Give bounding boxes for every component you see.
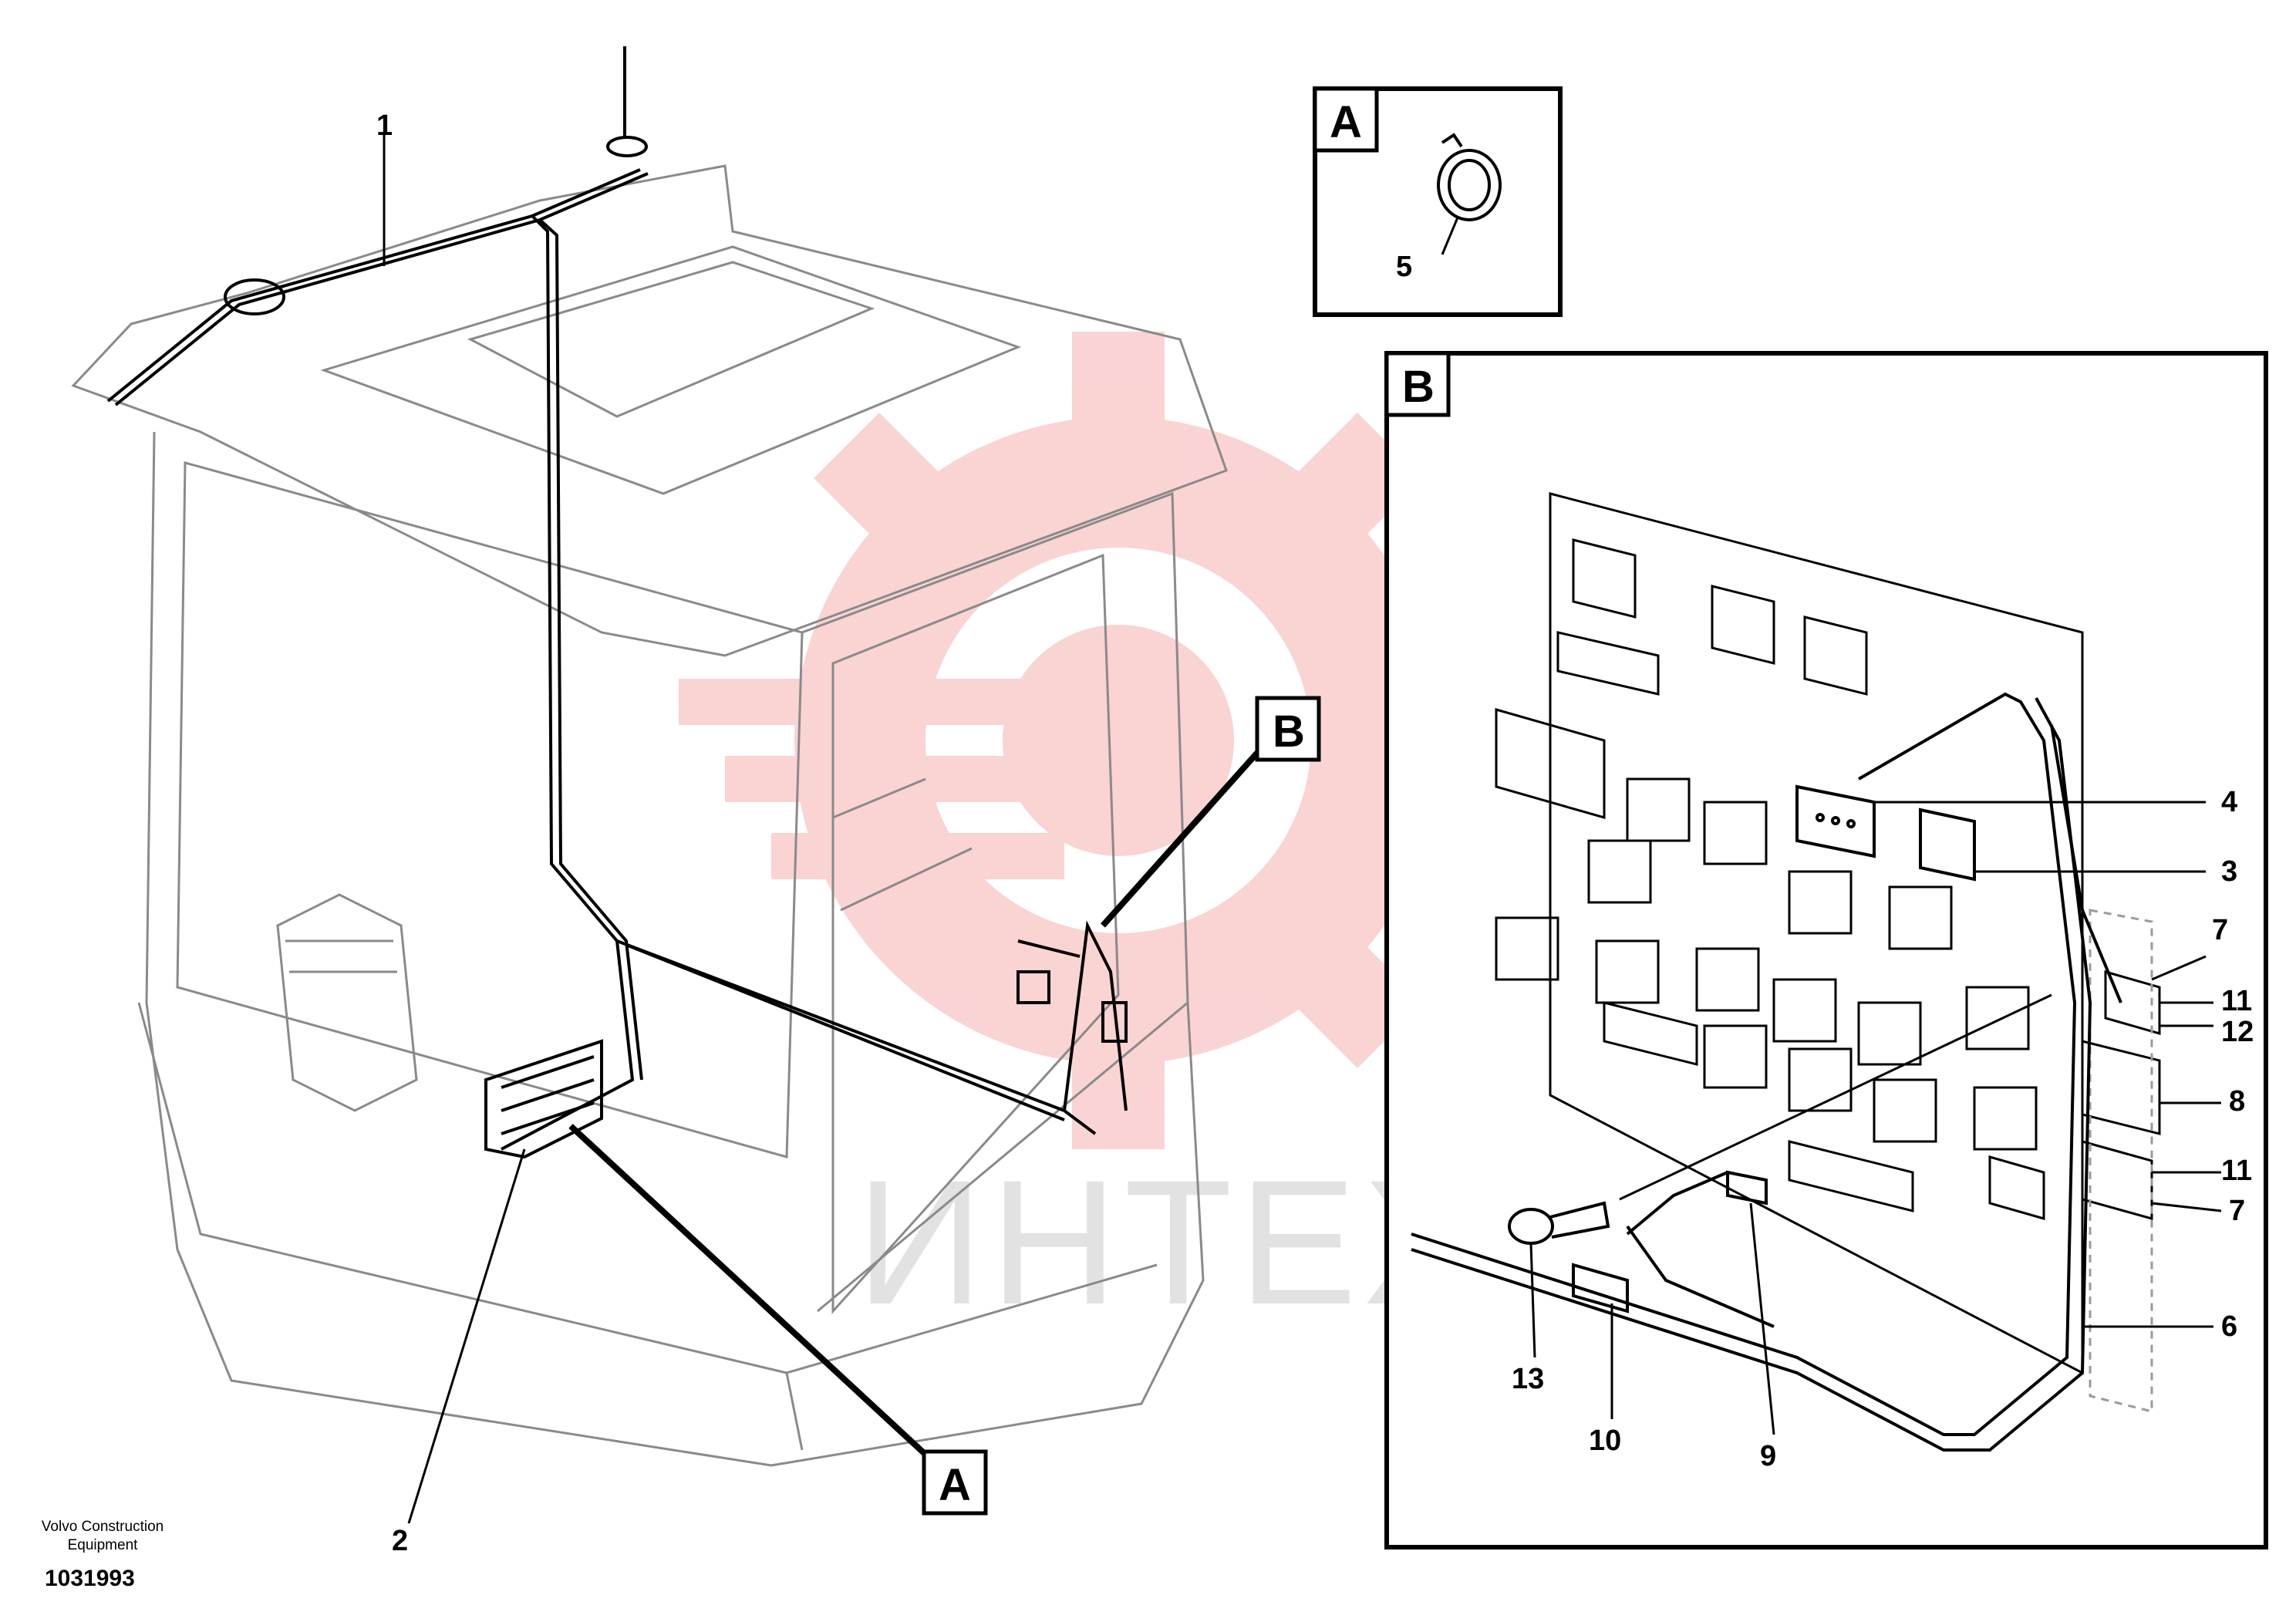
credit-line-2: Equipment [67, 1537, 138, 1553]
flag-a: A [922, 1449, 988, 1516]
callout-13: 13 [1512, 1363, 1544, 1395]
callout-2: 2 [392, 1525, 408, 1557]
clamp-icon [1437, 133, 1502, 221]
callout-8: 8 [2229, 1085, 2245, 1118]
credit-line-1: Volvo Construction [41, 1519, 164, 1535]
detail-b-leaders [1529, 801, 2222, 1435]
cab-illustration [71, 164, 1228, 1467]
callout-4: 4 [2221, 786, 2237, 818]
callout-5: 5 [1396, 251, 1412, 283]
relay-block [2081, 909, 2161, 1413]
cable-harness [106, 168, 1128, 1151]
drawing-number: 1031993 [45, 1566, 135, 1591]
detail-a: A 5 [1313, 86, 1563, 317]
callout-11-upper: 11 [2221, 985, 2252, 1017]
detail-b: B [1384, 351, 2268, 1549]
callout-7-upper: 7 [2212, 914, 2228, 946]
control-unit [484, 970, 1128, 1159]
cable-harness-6 [1411, 692, 2122, 1452]
leader-lines [383, 135, 1267, 1524]
callout-6: 6 [2221, 1310, 2237, 1343]
callout-3: 3 [2221, 855, 2237, 888]
callout-12: 12 [2221, 1016, 2254, 1048]
flag-b: B [1255, 696, 1321, 762]
antenna-icon [606, 46, 648, 157]
connector-3 [1919, 808, 1976, 882]
watermark-text: ИНТЕХ [856, 1143, 1488, 1341]
publisher-credit: Volvo Construction Equipment [14, 1518, 191, 1555]
detail-a-label: A [1330, 97, 1362, 147]
connector-4 [1795, 784, 1876, 858]
callout-11-lower: 11 [2221, 1155, 2252, 1187]
callout-7-lower: 7 [2229, 1195, 2245, 1227]
callout-1: 1 [376, 110, 393, 142]
callout-10: 10 [1589, 1425, 1621, 1457]
callout-9: 9 [1760, 1440, 1776, 1472]
svg-text:B: B [1273, 706, 1305, 757]
detail-b-label: B [1402, 362, 1435, 412]
svg-text:A: A [939, 1460, 971, 1510]
